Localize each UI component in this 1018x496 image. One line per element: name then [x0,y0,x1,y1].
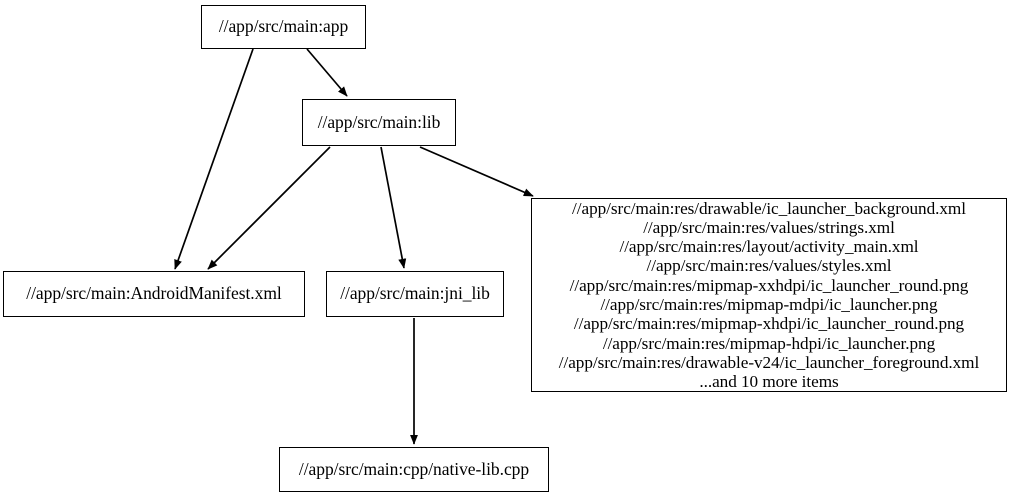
node-native-lib-cpp-label: //app/src/main:cpp/native-lib.cpp [298,458,530,479]
node-resources-line: //app/src/main:res/mipmap-hdpi/ic_launch… [602,333,936,353]
node-jni-lib-label: //app/src/main:jni_lib [340,283,490,304]
node-lib-label: //app/src/main:lib [317,111,441,132]
node-app[interactable]: //app/src/main:app [201,5,366,49]
node-lib[interactable]: //app/src/main:lib [302,99,456,146]
edge-app-to-lib [306,48,348,97]
node-resources-line: //app/src/main:res/drawable-v24/ic_launc… [558,352,980,372]
node-resources[interactable]: //app/src/main:res/drawable/ic_launcher_… [531,198,1007,392]
node-resources-line: //app/src/main:res/drawable/ic_launcher_… [572,198,966,218]
edge-app-to-androidmanifest [174,48,254,270]
node-app-label: //app/src/main:app [218,16,349,37]
node-resources-line: //app/src/main:res/mipmap-xhdpi/ic_launc… [573,314,965,334]
edge-lib-to-androidmanifest [207,146,331,270]
node-resources-line: //app/src/main:res/values/strings.xml [643,217,895,237]
node-native-lib-cpp[interactable]: //app/src/main:cpp/native-lib.cpp [279,447,549,492]
node-resources-line: //app/src/main:res/mipmap-mdpi/ic_launch… [600,295,938,314]
edge-lib-to-resources [419,146,534,197]
node-androidmanifest[interactable]: //app/src/main:AndroidManifest.xml [3,271,305,317]
edge-lib-to-jni-lib [380,146,407,269]
node-jni-lib[interactable]: //app/src/main:jni_lib [326,271,504,317]
node-resources-line: ...and 10 more items [699,372,839,392]
node-resources-label-list: //app/src/main:res/drawable/ic_launcher_… [559,199,979,392]
node-resources-line: //app/src/main:res/layout/activity_main.… [619,237,919,257]
node-resources-line: //app/src/main:res/values/styles.xml [646,256,892,276]
node-androidmanifest-label: //app/src/main:AndroidManifest.xml [26,283,282,304]
node-resources-line: //app/src/main:res/mipmap-xxhdpi/ic_laun… [569,275,969,295]
